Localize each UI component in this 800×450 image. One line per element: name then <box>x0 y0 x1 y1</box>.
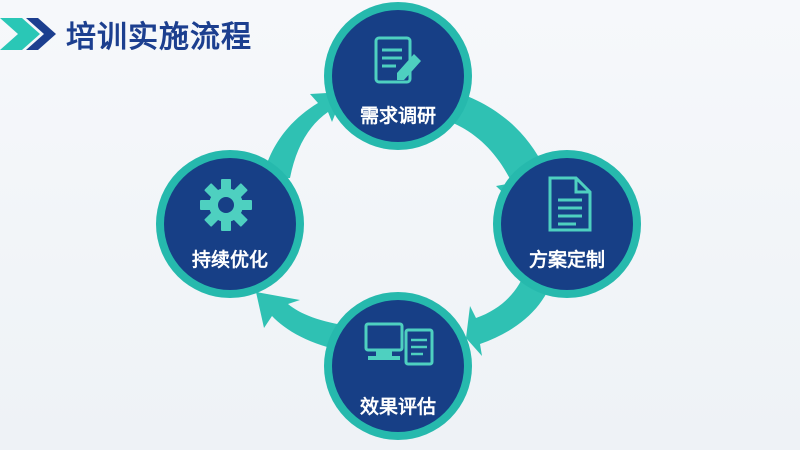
arrow-optimize-to-research <box>262 92 344 180</box>
page-title: 培训实施流程 <box>66 20 252 55</box>
step-label-plan: 方案定制 <box>528 249 605 271</box>
computer-clipboard-icon <box>364 322 434 366</box>
title-bar: 培训实施流程 <box>0 14 252 55</box>
document-pen-icon <box>374 36 421 84</box>
step-label-research: 需求调研 <box>359 105 436 127</box>
title-chevron-icon <box>0 18 56 50</box>
arrow-evaluation-to-optimize <box>256 292 350 352</box>
arrow-plan-to-evaluation <box>466 268 556 356</box>
step-label-optimize: 持续优化 <box>191 249 268 271</box>
step-label-evaluation: 效果评估 <box>359 396 436 418</box>
gear-icon <box>200 179 252 231</box>
document-lines-icon <box>548 176 592 232</box>
